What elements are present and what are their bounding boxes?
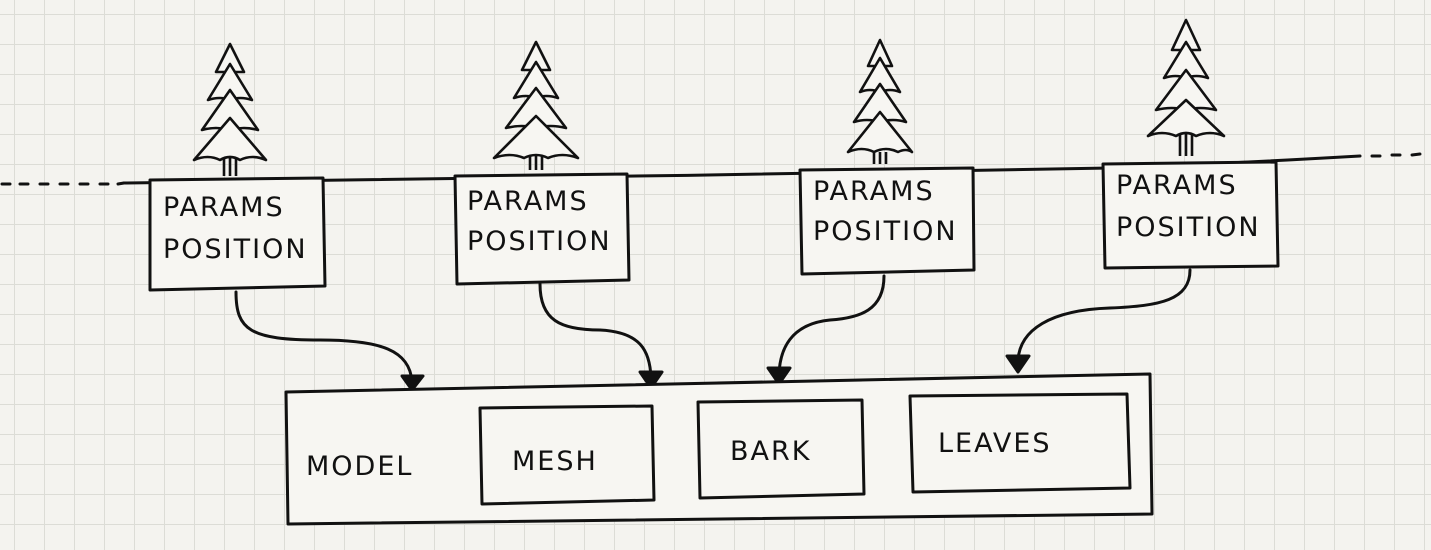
position-label: POSITION bbox=[163, 234, 308, 265]
instance-box: PARAMS POSITION bbox=[148, 176, 327, 292]
instance-box: PARAMS POSITION bbox=[1101, 160, 1280, 270]
params-label: PARAMS bbox=[813, 176, 935, 207]
leaves-label: LEAVES bbox=[938, 428, 1052, 459]
position-label: POSITION bbox=[1116, 212, 1261, 243]
model-box: MODEL MESH BARK LEAVES bbox=[284, 372, 1154, 526]
ground-line-dashed-left bbox=[0, 181, 126, 186]
params-label: PARAMS bbox=[467, 186, 589, 217]
instance-box: PARAMS POSITION bbox=[798, 166, 976, 276]
ground-line-dashed-right bbox=[1370, 152, 1422, 158]
tree-icon bbox=[192, 42, 268, 176]
leaves-box: LEAVES bbox=[908, 392, 1132, 494]
arrow-connector bbox=[234, 290, 414, 384]
tree-icon bbox=[492, 40, 580, 170]
position-label: POSITION bbox=[813, 216, 958, 247]
params-label: PARAMS bbox=[1116, 170, 1238, 201]
bark-box: BARK bbox=[696, 398, 866, 500]
arrowhead-icon bbox=[766, 366, 792, 386]
arrow-connector bbox=[1016, 268, 1192, 362]
model-label: MODEL bbox=[306, 451, 413, 482]
position-label: POSITION bbox=[467, 226, 612, 257]
params-label: PARAMS bbox=[163, 192, 285, 223]
arrow-connector bbox=[777, 274, 886, 376]
arrowhead-icon bbox=[400, 374, 425, 392]
instance-box: PARAMS POSITION bbox=[453, 172, 631, 286]
arrowhead-icon bbox=[1005, 354, 1031, 374]
tree-icon bbox=[846, 38, 914, 164]
connector-arrows bbox=[234, 268, 1192, 392]
mesh-label: MESH bbox=[512, 446, 598, 477]
arrow-connector bbox=[538, 282, 653, 380]
bark-label: BARK bbox=[730, 436, 811, 467]
mesh-box: MESH bbox=[478, 404, 656, 506]
tree-icon bbox=[1146, 18, 1226, 156]
arrowhead-icon bbox=[638, 370, 664, 390]
